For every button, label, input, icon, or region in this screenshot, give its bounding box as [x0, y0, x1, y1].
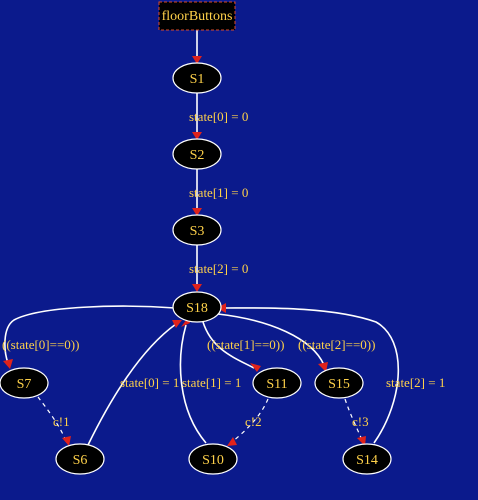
arrowhead: [227, 437, 237, 446]
edge-line: [202, 321, 255, 369]
arrowhead: [192, 208, 202, 216]
node-s2: S2: [172, 138, 222, 170]
node-label-s18: S18: [186, 301, 208, 316]
node-s7: S7: [0, 367, 49, 399]
node-ellipse: [172, 138, 222, 170]
node-s15: S15: [314, 367, 364, 399]
edge-label-s2-s3: state[1] = 0: [189, 185, 248, 200]
node-label-s11: S11: [266, 377, 287, 392]
node-label-s14: S14: [356, 453, 378, 468]
edge-line: [344, 398, 363, 441]
edge-line: [4, 305, 176, 364]
node-label-s6: S6: [73, 453, 88, 468]
node-s1: S1: [172, 62, 222, 94]
node-label-s2: S2: [190, 148, 205, 163]
edge-s18-s11: ((state[1]==0)): [202, 321, 284, 372]
arrowhead: [192, 132, 202, 140]
edges: state[0] = 0 state[1] = 0 state[2] = 0 (…: [2, 30, 445, 446]
edge-s3-s18: state[2] = 0: [189, 245, 248, 292]
edge-s6-s18: state[0] = 1: [87, 320, 182, 446]
arrowhead: [357, 436, 366, 446]
node-s6: S6: [55, 443, 105, 475]
edge-label-s14-s18: state[2] = 1: [386, 375, 445, 390]
node-ellipse: [172, 214, 222, 246]
start-node: floorButtons: [158, 1, 236, 31]
arrowhead: [250, 363, 261, 372]
edge-line: [179, 324, 207, 444]
edge-line: [37, 396, 67, 442]
node-s18: S18: [172, 291, 222, 323]
edge-s7-s6: c!1: [37, 396, 71, 446]
edge-s1-s2: state[0] = 0: [189, 93, 248, 140]
arrowhead: [318, 362, 328, 372]
node-ellipse: [55, 443, 105, 475]
edge-label-s18-s7: ((state[0]==0)): [2, 337, 79, 352]
node-ellipse: [172, 62, 222, 94]
edge-label-s6-s18: state[0] = 1: [120, 375, 179, 390]
edge-label-s7-s6: c!1: [53, 414, 70, 429]
edge-label-s18-s11: ((state[1]==0)): [207, 337, 284, 352]
node-ellipse: [188, 443, 238, 475]
edge-line: [224, 307, 400, 444]
node-s11: S11: [252, 367, 302, 399]
node-label-s1: S1: [190, 72, 205, 87]
node-label-s10: S10: [202, 453, 224, 468]
edge-label-s11-s10: c!2: [245, 414, 262, 429]
edge-s18-s7: ((state[0]==0)): [2, 305, 176, 369]
edge-s14-s18: state[2] = 1: [217, 303, 445, 444]
nodes: floorButtons S1 S2 S3 S18 S7 S11 S15: [0, 1, 392, 475]
node-s3: S3: [172, 214, 222, 246]
edge-s15-s14: c!3: [344, 398, 369, 446]
start-node-label: floorButtons: [162, 9, 233, 24]
node-ellipse: [252, 367, 302, 399]
arrowhead: [172, 320, 182, 328]
node-label-s7: S7: [17, 377, 32, 392]
arrowhead: [192, 56, 202, 64]
edge-s11-s10: c!2: [227, 398, 269, 446]
arrowhead: [62, 436, 71, 446]
arrowhead: [192, 284, 202, 292]
edge-s2-s3: state[1] = 0: [189, 169, 248, 216]
edge-label-s18-s15: ((state[2]==0)): [298, 337, 375, 352]
node-ellipse: [342, 443, 392, 475]
edge-label-s1-s2: state[0] = 0: [189, 109, 248, 124]
edge-label-s10-s18: state[1] = 1: [182, 375, 241, 390]
edge-label-s3-s18: state[2] = 0: [189, 261, 248, 276]
edge-label-s15-s14: c!3: [352, 414, 369, 429]
edge-line: [217, 313, 325, 366]
arrowhead: [3, 359, 13, 369]
node-s14: S14: [342, 443, 392, 475]
node-ellipse: [314, 367, 364, 399]
node-s10: S10: [188, 443, 238, 475]
edge-start-s1: [192, 30, 202, 64]
node-label-s15: S15: [328, 377, 350, 392]
node-label-s3: S3: [190, 224, 205, 239]
node-ellipse: [172, 291, 222, 323]
node-ellipse: [0, 367, 49, 399]
edge-s18-s15: ((state[2]==0)): [217, 313, 375, 372]
start-node-box: [158, 1, 236, 31]
edge-s10-s18: state[1] = 1: [179, 316, 241, 444]
edge-line: [87, 323, 177, 446]
